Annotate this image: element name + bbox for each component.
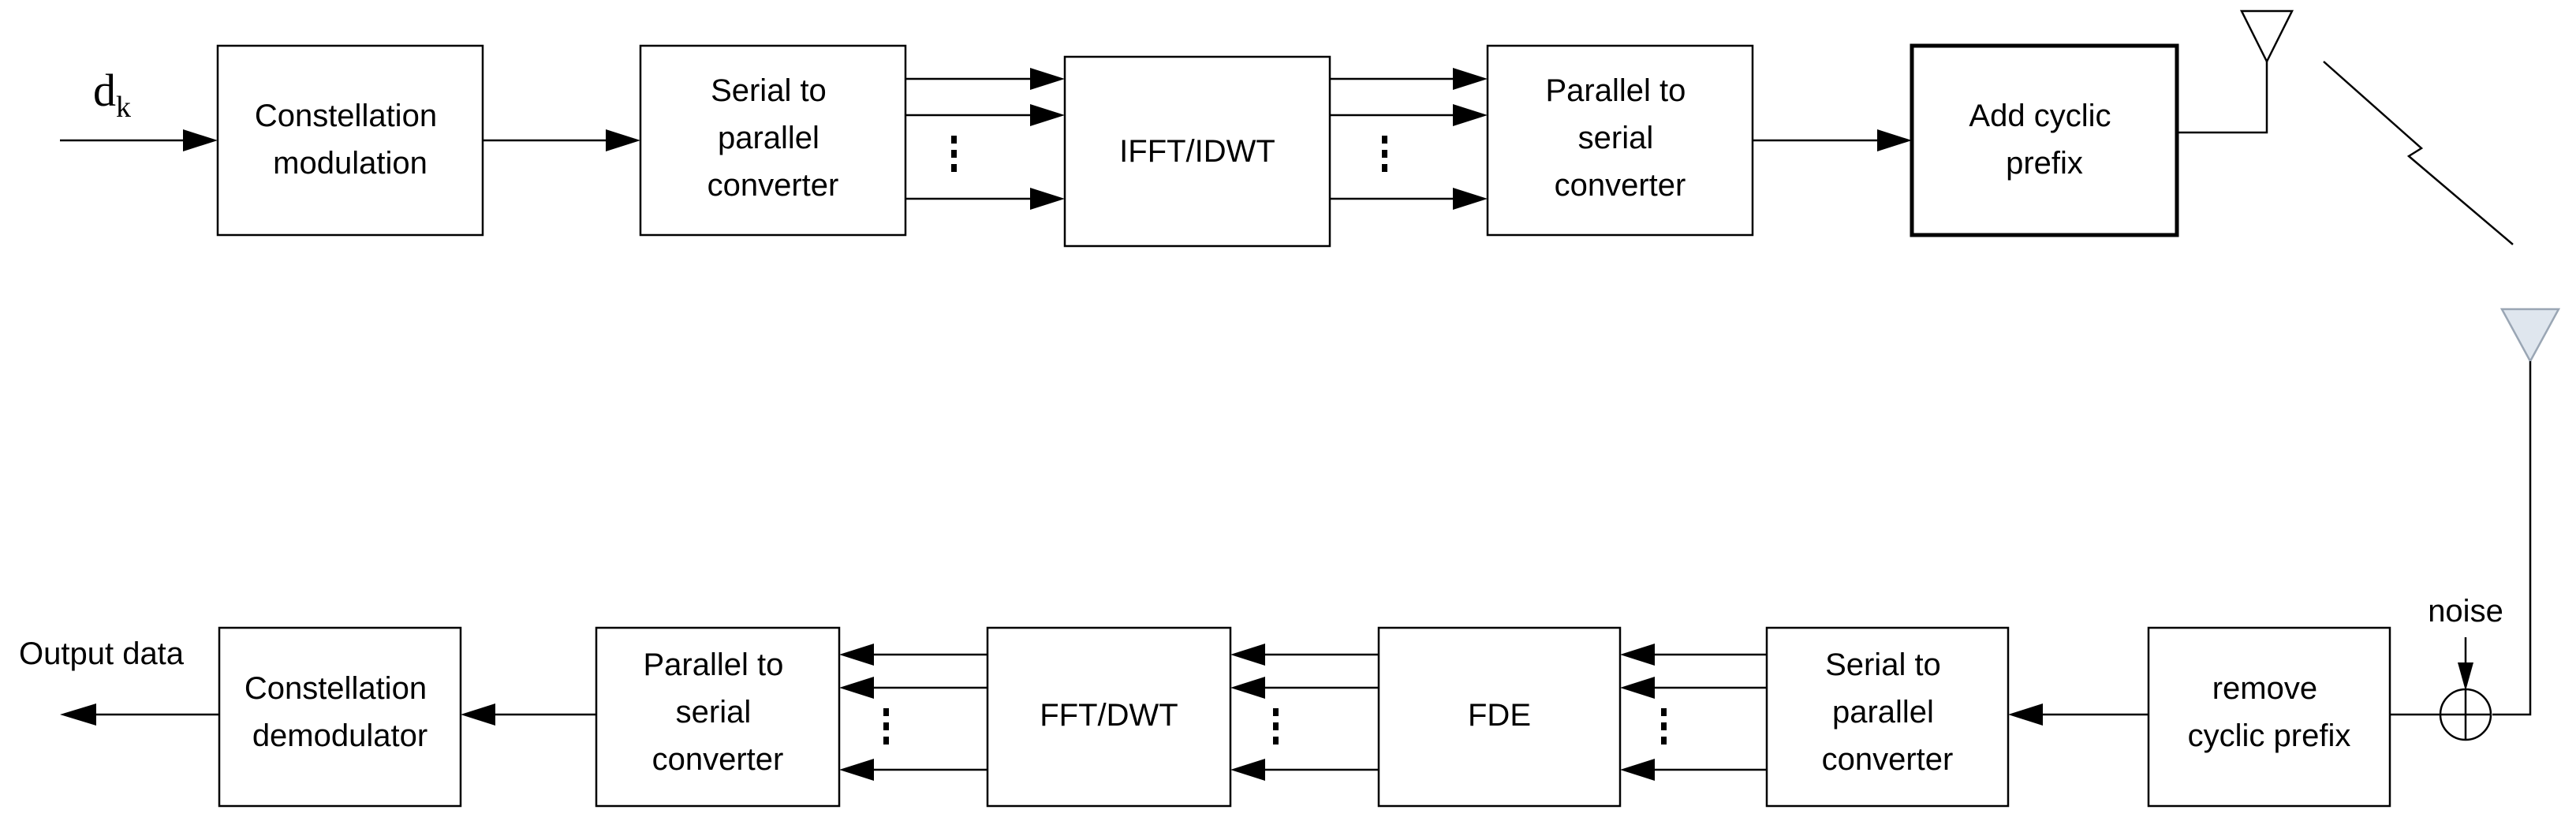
tx-antenna-icon: [2239, 9, 2294, 64]
demod-line-2: demodulator: [252, 718, 427, 753]
tx-ifft-ps-arrowhead-2: [1453, 104, 1488, 126]
output-data-label: Output data: [19, 636, 185, 671]
fde-block: [1377, 626, 1622, 808]
constellation-modulation-line-1: Constellation: [255, 99, 437, 133]
tx-serial-to-parallel-block: [639, 44, 907, 237]
rx-serial-to-parallel-label: Serial to parallel converter: [1822, 647, 1954, 777]
tx-ps-line-3: converter: [1555, 168, 1686, 203]
output-arrowhead: [60, 703, 96, 726]
tx-serial-to-parallel-label: Serial to parallel converter: [707, 73, 839, 203]
constellation-demodulator-block: [218, 626, 462, 808]
add-cyclic-prefix-label: Add cyclic prefix: [1969, 99, 2119, 181]
tx-parallel-to-serial-label: Parallel to serial converter: [1546, 73, 1695, 203]
mod-to-sp-arrowhead: [606, 129, 640, 151]
rx-ps-line-2: serial: [676, 695, 752, 730]
rcp-to-sp-arrowhead: [2008, 703, 2043, 726]
rx-sp-fde-arrowhead-1: [1620, 644, 1655, 666]
tx-ps-line-1: Parallel to: [1546, 73, 1686, 108]
rx-fde-fft-arrowhead-2: [1230, 677, 1265, 699]
rcp-line-2: cyclic prefix: [2188, 718, 2351, 753]
ps-to-demod-arrowhead: [461, 703, 495, 726]
constellation-modulation-label: Constellation modulation: [255, 99, 446, 181]
tx-sp-ifft-arrowhead-1: [1030, 68, 1065, 90]
rx-sp-line-1: Serial to: [1825, 647, 1941, 682]
rx-serial-to-parallel-block: [1765, 626, 2010, 808]
fde-label: FDE: [1468, 698, 1531, 733]
tx-antenna-feed: [2177, 60, 2268, 134]
fft-dwt-block: [986, 626, 1232, 808]
rx-sp-fde-ellipsis: [1661, 708, 1667, 744]
remove-cyclic-prefix-label: remove cyclic prefix: [2188, 671, 2351, 753]
constellation-demodulator-label: Constellation demodulator: [245, 671, 435, 753]
tx-parallel-to-serial-block: [1486, 44, 1754, 237]
rx-fft-ps-arrowhead-1: [839, 644, 874, 666]
rx-fft-ps-arrowhead-3: [839, 759, 874, 781]
noise-adder-icon: [2439, 688, 2492, 741]
rcp-line-1: remove: [2212, 671, 2317, 706]
rx-fft-ps-arrowhead-2: [839, 677, 874, 699]
add-cyclic-prefix-block: [1910, 43, 2179, 237]
constellation-modulation-block: [216, 44, 484, 237]
rx-sp-line-3: converter: [1822, 742, 1954, 777]
rx-sp-fde-arrowhead-3: [1620, 759, 1655, 781]
rx-sp-fde-arrowhead-2: [1620, 677, 1655, 699]
rx-fde-fft-arrowhead-3: [1230, 759, 1265, 781]
rx-antenna-icon: [2499, 308, 2561, 364]
add-cp-line-1: Add cyclic: [1969, 99, 2111, 133]
tx-sp-line-3: converter: [707, 168, 839, 203]
tx-ifft-ps-ellipsis: [1382, 136, 1387, 172]
add-cp-line-2: prefix: [2006, 146, 2083, 181]
noise-arrowhead: [2458, 662, 2473, 691]
tx-sp-ifft-ellipsis: [951, 136, 957, 172]
tx-sp-line-1: Serial to: [711, 73, 827, 108]
rx-fde-fft-arrowhead-1: [1230, 644, 1265, 666]
fft-dwt-label: FFT/DWT: [1040, 698, 1178, 733]
constellation-modulation-line-2: modulation: [273, 146, 427, 181]
rx-parallel-to-serial-block: [595, 626, 841, 808]
tx-sp-ifft-arrowhead-2: [1030, 104, 1065, 126]
tx-ifft-ps-arrowhead-3: [1453, 188, 1488, 210]
rx-fde-fft-ellipsis: [1273, 708, 1279, 744]
input-label-k: k: [116, 91, 131, 124]
rx-sp-line-2: parallel: [1832, 695, 1934, 730]
input-label-d: d: [93, 65, 116, 116]
input-arrowhead: [183, 129, 218, 151]
tx-sp-ifft-arrowhead-3: [1030, 188, 1065, 210]
noise-label: noise: [2428, 594, 2503, 629]
demod-line-1: Constellation: [245, 671, 427, 706]
tx-ifft-ps-arrowhead-1: [1453, 68, 1488, 90]
input-label-dk: dk: [93, 65, 131, 124]
rx-parallel-to-serial-label: Parallel to serial converter: [644, 647, 793, 777]
ifft-idwt-label: IFFT/IDWT: [1119, 134, 1275, 169]
remove-cyclic-prefix-block: [2147, 626, 2391, 808]
wireless-channel-icon: [2323, 61, 2514, 245]
rx-fft-ps-ellipsis: [883, 708, 889, 744]
rx-ps-line-1: Parallel to: [644, 647, 784, 682]
tx-sp-line-2: parallel: [718, 121, 819, 155]
ps-to-cp-arrowhead: [1877, 129, 1912, 151]
tx-ps-line-2: serial: [1578, 121, 1654, 155]
rx-antenna-feed: [2492, 361, 2532, 716]
ifft-idwt-block: [1063, 55, 1331, 248]
rx-ps-line-3: converter: [652, 742, 784, 777]
